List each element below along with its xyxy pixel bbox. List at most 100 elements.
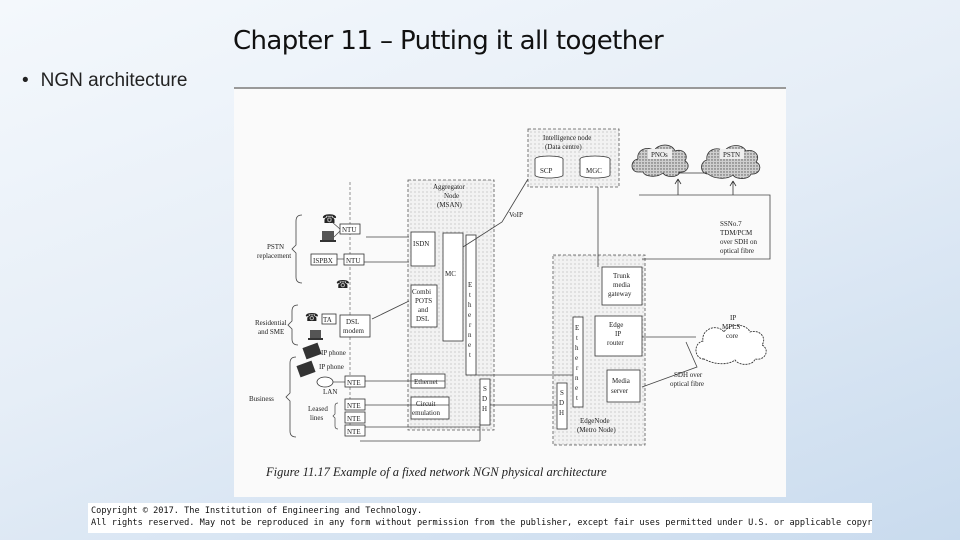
residential-label-2: and SME xyxy=(258,328,284,336)
ssn7-label-4: optical fibre xyxy=(720,247,754,255)
ssn7-label-3: over SDH on xyxy=(720,238,757,246)
bullet-dot: • xyxy=(22,70,29,91)
aggregator-label-2: Node xyxy=(444,192,459,200)
business-label: Business xyxy=(249,395,274,403)
computer-icon-1 xyxy=(322,231,334,240)
eth2-letter-0: E xyxy=(575,324,579,332)
diagram-figure: Intelligence node (Data centre) SCP MGC … xyxy=(234,87,786,497)
combi-label-2: POTS xyxy=(415,297,432,305)
eth-letter-3: e xyxy=(468,311,471,319)
ip-phone-icon-1 xyxy=(302,342,322,360)
bullet-text: NGN architecture xyxy=(40,70,188,91)
sdh-letter-b2: H xyxy=(559,409,564,417)
mc-label: MC xyxy=(445,270,456,278)
copyright-line-2: All rights reserved. May not be reproduc… xyxy=(91,518,872,528)
pnos-cloud: PNOs xyxy=(631,144,689,178)
phone-icon-1: ☎ xyxy=(322,212,337,226)
residential-label-1: Residential xyxy=(255,319,287,327)
pstn-replacement-label-2: replacement xyxy=(257,252,291,260)
eth-letter-2: h xyxy=(468,301,472,309)
pstn-cloud: PSTN xyxy=(701,145,761,180)
nte2-label: NTE xyxy=(347,402,361,410)
combi-label-1: Combi xyxy=(412,288,431,296)
ta-label: TA xyxy=(323,316,332,324)
isdn-label: ISDN xyxy=(413,240,429,248)
leased-label-1: Leased xyxy=(308,405,328,413)
slide-title: Chapter 11 – Putting it all together xyxy=(233,26,664,56)
intelligence-node-label-1: Intelligence node xyxy=(543,134,591,142)
media-server-label-1: Media xyxy=(612,377,631,385)
media-server-label-2: server xyxy=(611,387,629,395)
ip-label: IP xyxy=(730,314,736,322)
trunk-label-1: Trunk xyxy=(613,272,630,280)
trunk-label-2: media xyxy=(613,281,631,289)
nte3-label: NTE xyxy=(347,415,361,423)
circuit-label-2: emulation xyxy=(412,409,440,417)
dsl-modem-label-2: modem xyxy=(343,327,365,335)
lan-label: LAN xyxy=(323,388,337,396)
eth2-letter-4: r xyxy=(576,364,579,372)
eth2-letter-2: h xyxy=(575,344,579,352)
eth-letter-5: n xyxy=(468,331,472,339)
sdh-fibre-label-1: SDH over xyxy=(674,371,703,379)
sdh-letter-a1: D xyxy=(482,395,487,403)
computer-icon-2 xyxy=(310,330,321,338)
copyright-notice: Copyright © 2017. The Institution of Eng… xyxy=(88,503,872,533)
eth2-letter-3: e xyxy=(575,354,578,362)
eth-letter-6: e xyxy=(468,341,471,349)
ip-phone2-label: IP phone xyxy=(319,363,344,371)
mpls-label: MPLS xyxy=(722,323,740,331)
core-label: core xyxy=(726,332,738,340)
eth-letter-1: t xyxy=(469,291,471,299)
figure-caption: Figure 11.17 Example of a fixed network … xyxy=(265,465,607,479)
intelligence-node-label-2: (Data centre) xyxy=(545,143,582,151)
sdh-letter-a2: H xyxy=(482,405,487,413)
phone-icon-2: ☎ xyxy=(336,279,350,291)
sdh-letter-a0: S xyxy=(483,385,487,393)
edge-router-label-1: Edge xyxy=(609,321,623,329)
eth2-letter-5: n xyxy=(575,374,579,382)
eth-letter-7: t xyxy=(469,351,471,359)
connection-lines xyxy=(360,178,771,442)
eth-letter-0: E xyxy=(468,281,472,289)
combi-label-3: and xyxy=(418,306,429,314)
combi-label-4: DSL xyxy=(416,315,429,323)
trunk-label-3: gateway xyxy=(608,290,632,298)
aggregator-label-1: Aggregator xyxy=(433,183,466,191)
aggregator-node: Aggregator Node (MSAN) ISDN MC Combi POT… xyxy=(407,179,495,431)
scp-label: SCP xyxy=(540,167,553,175)
customer-premises: ☎ NTU ISPBX NTU PSTN replacement ☎ ☎ TA … xyxy=(249,212,371,438)
pnos-label: PNOs xyxy=(651,151,668,159)
leased-label-2: lines xyxy=(310,414,323,422)
ngn-architecture-diagram: Intelligence node (Data centre) SCP MGC … xyxy=(234,87,786,497)
voip-label: VoIP xyxy=(509,211,523,219)
edge-node-label-1: EdgeNode xyxy=(580,417,610,425)
eth2-letter-6: e xyxy=(575,384,578,392)
ntu-label: NTU xyxy=(342,226,356,234)
sdh-letter-b0: S xyxy=(560,389,564,397)
ip-phone-icon-2 xyxy=(296,360,316,378)
bullet-item: • NGN architecture xyxy=(22,70,187,92)
nte1-label: NTE xyxy=(347,379,361,387)
ethernet-card-label: Ethernet xyxy=(414,378,438,386)
nte4-label: NTE xyxy=(347,428,361,436)
ip-mpls-cloud: IP MPLS core xyxy=(695,314,767,365)
eth2-letter-7: t xyxy=(576,394,578,402)
pstn-cloud-label: PSTN xyxy=(723,151,740,159)
eth-letter-4: r xyxy=(469,321,472,329)
eth2-letter-1: t xyxy=(576,334,578,342)
edge-node: Trunk media gateway Edge IP router E t h… xyxy=(552,254,646,446)
sdh-fibre-label-2: optical fibre xyxy=(670,380,704,388)
edge-node-label-2: (Metro Node) xyxy=(577,426,616,434)
ssn7-label-1: SSNo.7 xyxy=(720,220,742,228)
ispbx-label: ISPBX xyxy=(313,257,333,265)
aggregator-label-3: (MSAN) xyxy=(437,201,463,209)
edge-router-label-2: IP xyxy=(615,330,621,338)
circuit-label-1: Circuit xyxy=(416,400,435,408)
phone-icon-3: ☎ xyxy=(305,312,319,324)
ip-phone1-label: IP phone xyxy=(321,349,346,357)
pstn-replacement-label-1: PSTN xyxy=(267,243,284,251)
ssn7-label-2: TDM/PCM xyxy=(720,229,753,237)
ntu2-label: NTU xyxy=(346,257,360,265)
sdh-letter-b1: D xyxy=(559,399,564,407)
